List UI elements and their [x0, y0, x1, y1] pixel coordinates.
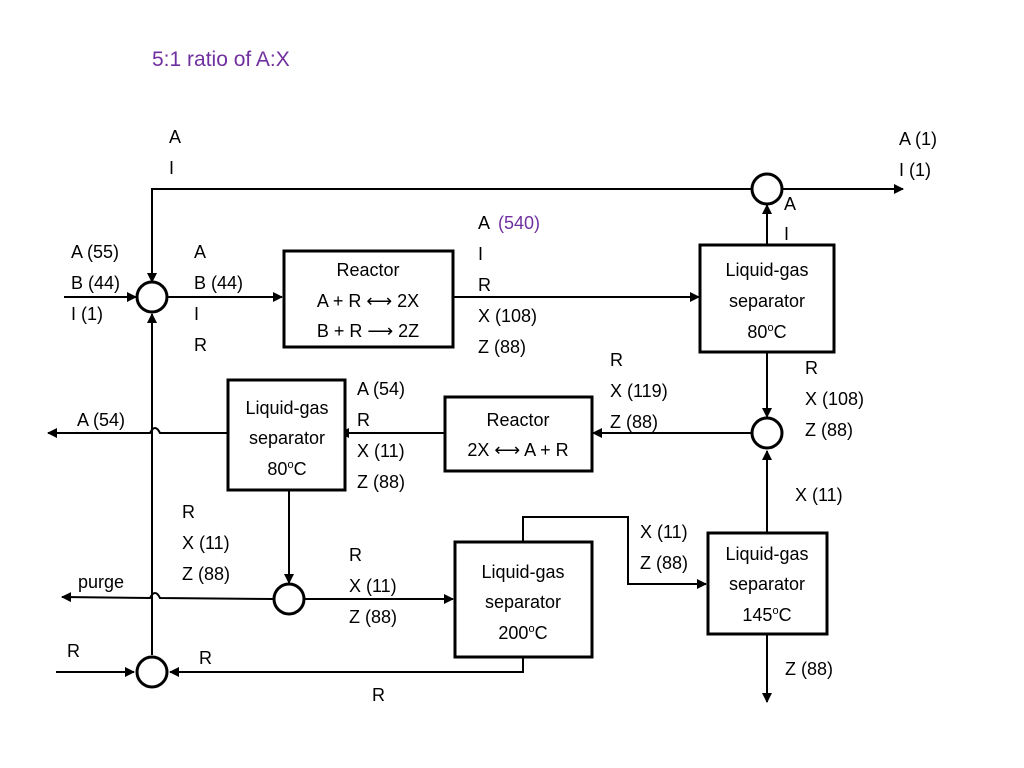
r-recycle-line [169, 657, 524, 677]
stream-label-to-sep145: X (11) Z (88) [640, 522, 688, 573]
page-title: 5:1 ratio of A:X [152, 48, 290, 71]
stream-label: Z (88) [640, 553, 688, 573]
sep145-inlet-line [522, 516, 707, 589]
separator-left-line2: separator [249, 428, 325, 448]
stream-label: X (108) [478, 306, 537, 326]
stream-label: X (11) [182, 533, 230, 553]
stream-label-reactor2-in: R X (119) Z (88) [610, 350, 668, 432]
reactor-1: Reactor A + R ⟷ 2X B + R ⟶ 2Z [282, 249, 455, 349]
stream-label-sep-top-liquid: R X (108) Z (88) [805, 358, 864, 440]
stream-label: A [194, 242, 206, 262]
separator-145-line2: separator [729, 574, 805, 594]
stream-label-z-product: Z (88) [785, 659, 833, 679]
stream-label: A (54) [357, 379, 405, 399]
separator-145-temp: 145oC [742, 605, 791, 625]
stream-label: Z (88) [610, 412, 658, 432]
stream-label: R [805, 358, 818, 378]
stream-label-r-recycle-bottom: R [372, 685, 385, 705]
stream-label: Z (88) [805, 420, 853, 440]
stream-label: I [169, 158, 174, 178]
mixer-right [750, 416, 784, 450]
stream-label-a-product: A (54) [77, 410, 125, 430]
stream-label: R [357, 410, 370, 430]
separator-top-line2: separator [729, 291, 805, 311]
stream-label-to-sep200: R X (11) Z (88) [349, 545, 397, 627]
stream-label-sep-left-liquid: R X (11) Z (88) [182, 502, 230, 584]
stream-label: B (44) [194, 273, 243, 293]
reactor-2: Reactor 2X ⟷ A + R [443, 395, 594, 473]
stream-label: X (11) [640, 522, 688, 542]
stream-label: I [478, 244, 483, 264]
mixer-feed [135, 280, 169, 314]
stream-label-sep-left-in: A (54) R X (11) Z (88) [357, 379, 405, 492]
stream-label: I [784, 224, 789, 244]
stream-label: R [349, 545, 362, 565]
stream-label-r-recycle-top: R [199, 648, 212, 668]
stream-label: I [194, 304, 199, 324]
separator-200-line2: separator [485, 592, 561, 612]
stream-label-feed: A (55) B (44) I (1) [71, 242, 120, 324]
stream-label: X (11) [349, 576, 397, 596]
stream-label: R [182, 502, 195, 522]
mixer-top [750, 172, 784, 206]
reactor-2-equation: 2X ⟷ A + R [467, 440, 568, 460]
stream-label: X (119) [610, 381, 668, 401]
separator-top-line1: Liquid-gas [725, 260, 808, 280]
mixer-r [135, 655, 169, 689]
separator-145: Liquid-gas separator 145oC [706, 531, 829, 636]
stream-label: Z (88) [478, 337, 526, 357]
stream-label-reactor1-in: A B (44) I R [194, 242, 243, 355]
separator-top: Liquid-gas separator 80oC [698, 243, 836, 354]
stream-label: R [478, 275, 491, 295]
stream-label: A (1) [899, 129, 937, 149]
purge-line [61, 592, 274, 603]
stream-label-recycle-top: A I [169, 127, 181, 178]
stream-label-sep-top-gas: A I [784, 194, 796, 244]
stream-label: R [194, 335, 207, 355]
stream-label-purge: purge [78, 572, 124, 592]
separator-top-temp: 80oC [747, 322, 786, 342]
separator-left-temp: 80oC [267, 459, 306, 479]
separator-145-line1: Liquid-gas [725, 544, 808, 564]
reactor-1-equation-1: A + R ⟷ 2X [317, 291, 419, 311]
stream-label: X (11) [357, 441, 405, 461]
separator-200-temp: 200oC [498, 623, 547, 643]
stream-label: B (44) [71, 273, 120, 293]
stream-label: A(540) [478, 213, 540, 233]
separator-left: Liquid-gas separator 80oC [226, 378, 347, 492]
stream-label-exit-top: A (1) I (1) [899, 129, 937, 180]
stream-label: A [169, 127, 181, 147]
stream-label-x-recycle: X (11) [795, 485, 843, 505]
stream-label: X (108) [805, 389, 864, 409]
stream-label-reactor1-out: A(540) I R X (108) Z (88) [478, 213, 540, 357]
stream-label: A (55) [71, 242, 119, 262]
separator-200: Liquid-gas separator 200oC [453, 540, 594, 659]
separator-left-line1: Liquid-gas [245, 398, 328, 418]
mixer-bottom [272, 582, 306, 616]
recycle-line-top [147, 188, 753, 283]
reactor-1-equation-2: B + R ⟶ 2Z [317, 321, 419, 341]
stream-label: Z (88) [357, 472, 405, 492]
stream-label: Z (88) [182, 564, 230, 584]
stream-label: I (1) [71, 304, 103, 324]
stream-label: I (1) [899, 160, 931, 180]
stream-label-r-feed: R [67, 641, 80, 661]
separator-200-line1: Liquid-gas [481, 562, 564, 582]
stream-label: A [784, 194, 796, 214]
reactor-1-title: Reactor [336, 260, 399, 280]
stream-label: R [610, 350, 623, 370]
stream-label: Z (88) [349, 607, 397, 627]
stream-lines [47, 184, 904, 703]
a-product-line [47, 427, 228, 438]
reactor-2-title: Reactor [486, 410, 549, 430]
